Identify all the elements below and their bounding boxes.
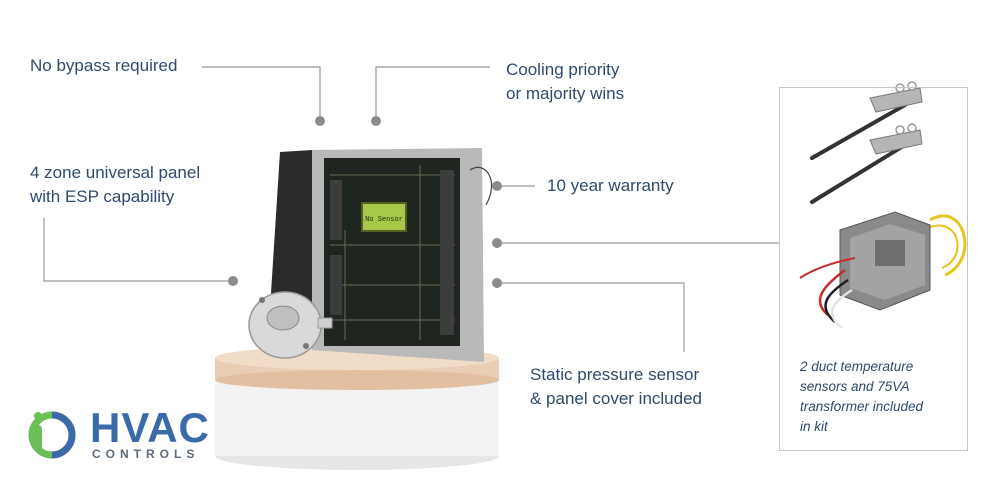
callout-cooling-line1: Cooling priority xyxy=(506,60,620,79)
duct-sensors xyxy=(810,81,923,204)
callout-bypass-text: No bypass required xyxy=(30,56,178,75)
static-pressure-sensor xyxy=(248,291,333,359)
callout-zone-line2: with ESP capability xyxy=(30,187,175,206)
logo-subtitle: CONTROLS xyxy=(92,447,200,461)
callout-bypass: No bypass required xyxy=(30,54,177,78)
lcd-display xyxy=(361,202,407,232)
kit-caption-line1: 2 duct temperature xyxy=(800,359,914,374)
board-traces xyxy=(330,165,455,340)
dot-cooling xyxy=(371,116,381,126)
callout-zone-line1: 4 zone universal panel xyxy=(30,163,201,182)
callout-warranty-text: 10 year warranty xyxy=(547,176,674,195)
leader-line-static xyxy=(498,282,685,352)
leader-lines xyxy=(43,66,779,352)
sensor-wire xyxy=(469,166,493,206)
logo-mark-icon xyxy=(28,411,76,459)
lcd-text: No Sensor xyxy=(365,216,403,224)
leader-dots xyxy=(228,116,502,288)
dot-bypass xyxy=(315,116,325,126)
callout-cooling-line2: or majority wins xyxy=(506,84,625,103)
circuit-board xyxy=(324,158,460,346)
terminal-blocks xyxy=(330,170,454,335)
callout-static: Static pressure sensor & panel cover inc… xyxy=(530,363,702,411)
kit-caption-line3: transformer included xyxy=(800,399,924,414)
leader-line-zone xyxy=(43,218,232,282)
callout-warranty: 10 year warranty xyxy=(547,174,674,198)
logo-brand: HVAC xyxy=(90,404,210,451)
kit-frame xyxy=(779,87,968,451)
callout-static-line1: Static pressure sensor xyxy=(530,365,700,384)
kit-caption: 2 duct temperature sensors and 75VA tran… xyxy=(800,357,960,437)
pedestal xyxy=(215,346,499,470)
dot-warranty xyxy=(492,181,502,191)
dot-zone xyxy=(228,276,238,286)
callout-zone: 4 zone universal panel with ESP capabili… xyxy=(30,161,200,209)
kit-caption-line2: sensors and 75VA xyxy=(800,379,910,394)
dot-static xyxy=(492,278,502,288)
control-panel: No Sensor xyxy=(268,148,493,362)
leader-line-bypass xyxy=(202,66,321,120)
callout-static-line2: & panel cover included xyxy=(530,389,703,408)
kit-caption-line4: in kit xyxy=(800,419,828,434)
transformer xyxy=(799,211,967,329)
dot-kit xyxy=(492,238,502,248)
callout-cooling: Cooling priority or majority wins xyxy=(506,58,624,106)
leader-line-cooling xyxy=(375,66,490,120)
